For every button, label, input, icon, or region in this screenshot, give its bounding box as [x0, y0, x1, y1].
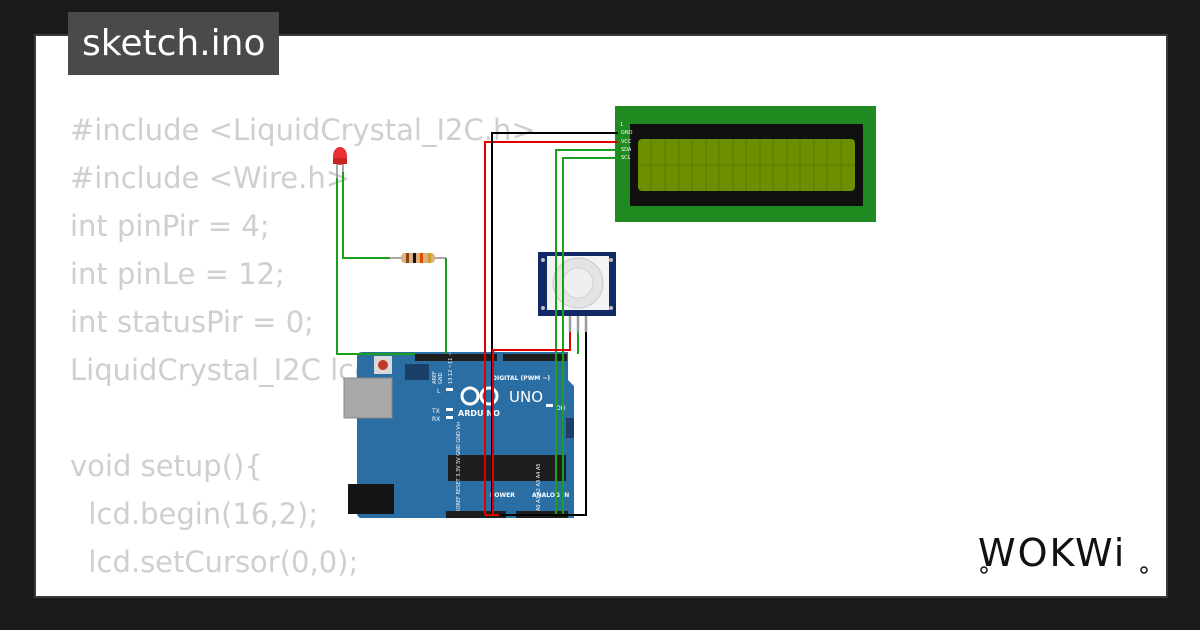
wire-pir-gnd [499, 332, 587, 516]
usb-connector[interactable] [343, 377, 393, 419]
code-line: lcd.setCursor(0,0); [70, 545, 359, 579]
analog-label: ANALOG IN [532, 492, 569, 499]
wire-led-cathode [336, 178, 415, 355]
wire-lcd-vcc [484, 141, 618, 515]
lcd-pin-gnd: GND [621, 130, 633, 136]
code-line: int statusPir = 0; [70, 305, 314, 339]
code-line: void setup(){ [70, 449, 263, 483]
icsp-header [405, 364, 429, 380]
aref-label: AREF [432, 371, 438, 384]
code-line: lcd.begin(16,2); [70, 497, 319, 531]
resistor[interactable] [390, 253, 446, 263]
wokwi-logo-text: WOKWi [978, 531, 1126, 575]
code-line: int pinPir = 4; [70, 209, 270, 243]
on-label: ON [556, 405, 565, 412]
analog-pin-labels: A0 A1 A2 A3 A4 A5 [536, 463, 542, 511]
red-led[interactable] [333, 147, 347, 178]
code-line: #include <Wire.h> [70, 161, 351, 195]
lcd-char-grid [638, 139, 855, 191]
power-label: POWER [490, 492, 515, 499]
lcd-pin-1: 1 [620, 122, 623, 128]
lcd-pin-scl: SCL [621, 155, 631, 161]
wires [336, 132, 618, 516]
arduino-uno-board[interactable]: UNO ARDUINO DIGITAL (PWM ~) POWER ANALOG… [343, 281, 574, 518]
atmega-chip [448, 455, 566, 481]
rx-label: RX [432, 416, 440, 423]
status-leds [446, 388, 553, 419]
gnd-label: GND [438, 372, 444, 384]
lcd-pin-sda: SDA [621, 147, 632, 153]
tx-label: TX [431, 408, 440, 415]
file-name-label: sketch.ino [68, 12, 280, 75]
board-model-label: UNO [509, 388, 543, 406]
digital-header [415, 354, 567, 361]
lcd-module[interactable]: 1 GND VCC SDA SCL [615, 106, 876, 222]
code-line: lcd.print("Deteksi Gerakan"); [70, 586, 551, 596]
power-pin-labels: IOREF RESET 3.3V 5V GND GND Vin [456, 422, 462, 511]
pir-sensor[interactable] [538, 252, 616, 332]
code-line: #include <LiquidCrystal_I2C.h> [70, 113, 536, 147]
wokwi-logo: WOKWi [978, 531, 1148, 575]
digital-label: DIGITAL (PWM ~) [492, 375, 550, 382]
wire-pir-vcc [492, 332, 571, 515]
code-preview: #include <LiquidCrystal_I2C.h> #include <… [70, 106, 551, 596]
lcd-pin-vcc: VCC [621, 139, 632, 145]
wire-lcd-sda [555, 149, 618, 515]
l-label: L [437, 388, 441, 395]
wire-led-anode [342, 172, 390, 259]
arduino-logo-icon [460, 386, 499, 406]
digital-pin-labels: 13 12 ~11 ~10 ~9 8 7 ~6 ~5 4 ~3 2 1 0 [448, 281, 454, 384]
preview-card: #include <LiquidCrystal_I2C.h> #include <… [34, 34, 1168, 598]
board-brand-label: ARDUINO [458, 409, 500, 418]
wire-lcd-scl [562, 157, 618, 515]
power-jack[interactable] [348, 484, 394, 514]
code-line: int pinLe = 12; [70, 257, 285, 291]
